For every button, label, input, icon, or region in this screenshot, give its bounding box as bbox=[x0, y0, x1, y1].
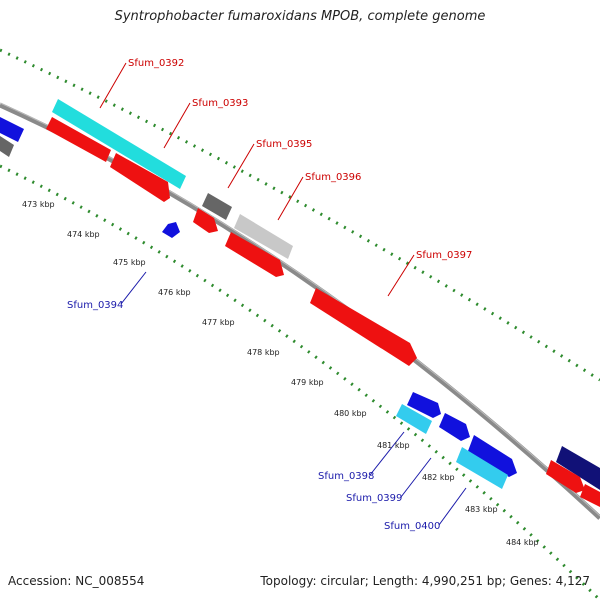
gene-sfum-0394[interactable] bbox=[162, 222, 180, 238]
kbp-label: 477 kbp bbox=[202, 318, 235, 327]
gene-sfum-0395b[interactable] bbox=[193, 208, 218, 233]
gene-right-navy[interactable] bbox=[556, 446, 600, 490]
gene-left-gray[interactable] bbox=[0, 136, 14, 157]
gene-sfum-0398b[interactable] bbox=[396, 404, 432, 434]
gene-label-sfum-0393[interactable]: Sfum_0393 bbox=[192, 98, 248, 109]
gene-arrows bbox=[0, 99, 600, 507]
kbp-label: 480 kbp bbox=[334, 409, 367, 418]
gene-sfum-0396[interactable] bbox=[234, 214, 293, 259]
accession-text: Accession: NC_008554 bbox=[8, 574, 145, 588]
kbp-label: 478 kbp bbox=[247, 348, 280, 357]
gene-sfum-0399b[interactable] bbox=[468, 435, 517, 477]
gene-sfum-0392[interactable] bbox=[52, 99, 186, 189]
outer-tick-ring bbox=[0, 48, 600, 382]
kbp-label: 482 kbp bbox=[422, 473, 455, 482]
gene-sfum-0395a[interactable] bbox=[202, 193, 232, 220]
gene-sfum-0393b[interactable] bbox=[110, 153, 170, 202]
kbp-label: 479 kbp bbox=[291, 378, 324, 387]
kbp-label: 476 kbp bbox=[158, 288, 191, 297]
top-callouts bbox=[99, 62, 415, 297]
gene-label-sfum-0394[interactable]: Sfum_0394 bbox=[67, 300, 123, 311]
gene-label-sfum-0396[interactable]: Sfum_0396 bbox=[305, 172, 361, 183]
gene-sfum-0398[interactable] bbox=[407, 392, 441, 418]
gene-sfum-0399a[interactable] bbox=[439, 413, 470, 441]
kbp-label: 475 kbp bbox=[113, 258, 146, 267]
kbp-label: 473 kbp bbox=[22, 200, 55, 209]
gene-right-red-b[interactable] bbox=[580, 484, 600, 507]
gene-sfum-0396b[interactable] bbox=[225, 232, 284, 277]
topology-summary: Topology: circular; Length: 4,990,251 bp… bbox=[260, 574, 590, 588]
gene-label-sfum-0400[interactable]: Sfum_0400 bbox=[384, 521, 440, 532]
kbp-label: 474 kbp bbox=[67, 230, 100, 239]
gene-sfum-0400[interactable] bbox=[456, 447, 508, 489]
gene-label-sfum-0392[interactable]: Sfum_0392 bbox=[128, 58, 184, 69]
kbp-label: 483 kbp bbox=[465, 505, 498, 514]
gene-left-blue[interactable] bbox=[0, 117, 24, 142]
gene-sfum-0397[interactable] bbox=[310, 288, 417, 366]
gene-label-sfum-0395[interactable]: Sfum_0395 bbox=[256, 139, 312, 150]
genome-backbone bbox=[0, 102, 600, 520]
gene-label-sfum-0399[interactable]: Sfum_0399 bbox=[346, 493, 402, 504]
bottom-callouts bbox=[120, 271, 467, 526]
kbp-label: 484 kbp bbox=[506, 538, 539, 547]
map-title: Syntrophobacter fumaroxidans MPOB, compl… bbox=[114, 9, 486, 24]
gene-label-sfum-0397[interactable]: Sfum_0397 bbox=[416, 250, 472, 261]
gene-sfum-0393a[interactable] bbox=[46, 117, 111, 162]
gene-right-red-a[interactable] bbox=[546, 460, 585, 493]
kbp-label: 481 kbp bbox=[377, 441, 410, 450]
gene-label-sfum-0398[interactable]: Sfum_0398 bbox=[318, 471, 374, 482]
